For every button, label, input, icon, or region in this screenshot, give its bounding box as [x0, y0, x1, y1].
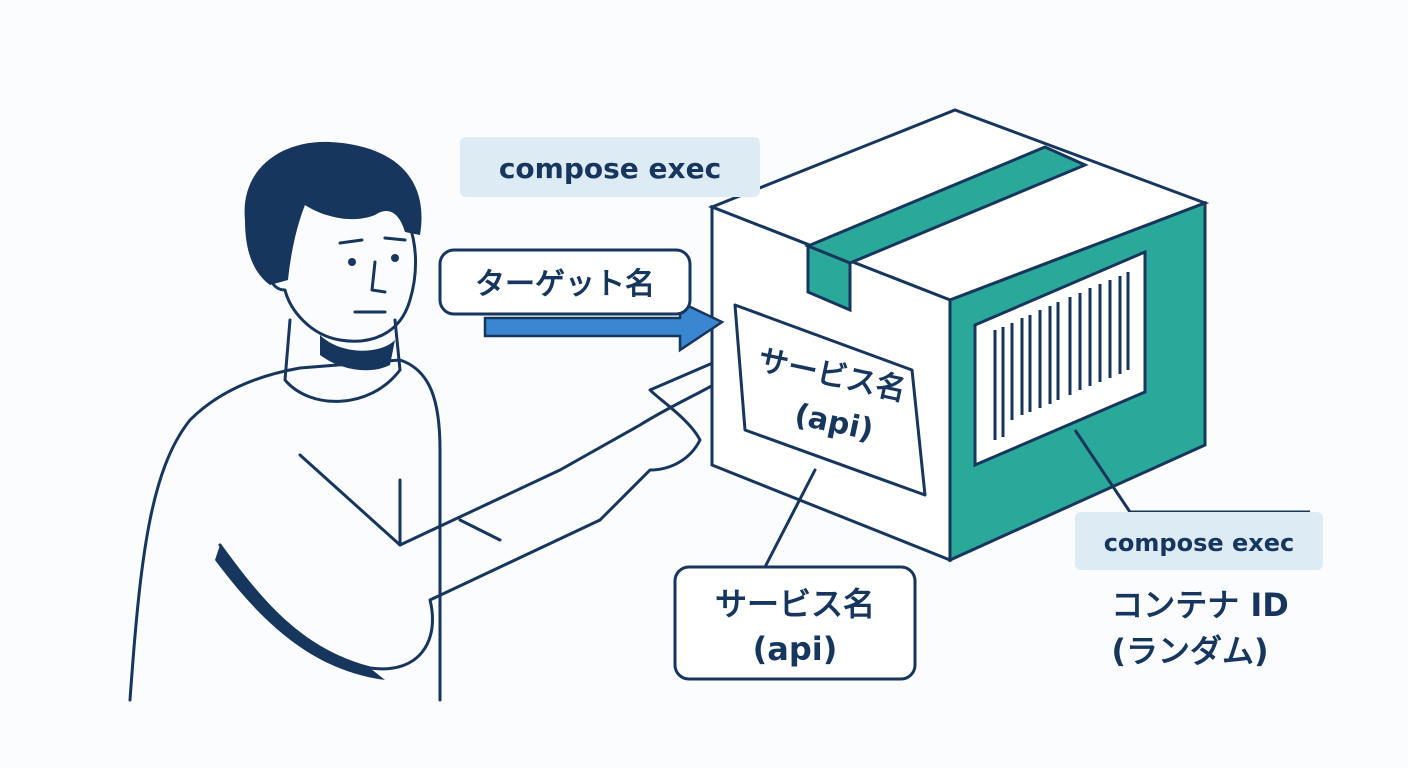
command-right: compose exec: [1104, 529, 1295, 557]
target-name-box: [438, 248, 692, 316]
command-top-badge: [460, 137, 760, 197]
command-top: compose exec: [499, 152, 721, 185]
bottom-service-name: サービス名: [715, 585, 875, 623]
target-name: ターゲット名: [475, 267, 655, 302]
container-id: コンテナ ID: [1111, 586, 1289, 624]
container-box: サービス名 (api): [707, 108, 1210, 563]
person-figure: [128, 141, 739, 702]
bottom-service-id: (api): [753, 630, 838, 668]
arrow-icon: [483, 300, 725, 353]
container-id-note: (ランダム): [1111, 632, 1268, 670]
command-right-badge: [1075, 512, 1323, 570]
service-label-on-box: サービス名 (api): [733, 303, 927, 497]
barcode-label: [973, 249, 1147, 468]
hair: [244, 141, 422, 285]
service-name-box: [673, 565, 917, 681]
